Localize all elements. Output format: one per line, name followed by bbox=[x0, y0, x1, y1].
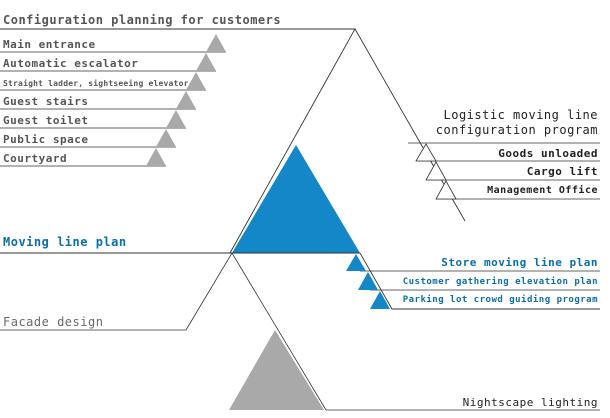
customer-item-rules bbox=[0, 51, 226, 167]
logistic-title-line1: Logistic moving line bbox=[443, 108, 598, 122]
gray-triangle-main-entrance bbox=[206, 34, 226, 52]
customer-item-elevator: Straight ladder, sightseeing elevator bbox=[3, 79, 189, 88]
blue-triangle-store bbox=[346, 254, 366, 271]
customers-title: Configuration planning for customers bbox=[3, 13, 282, 27]
customer-item-public-space: Public space bbox=[3, 133, 89, 146]
gray-triangle-courtyard bbox=[146, 148, 166, 166]
facade-leader bbox=[185, 252, 233, 331]
customer-item-courtyard: Courtyard bbox=[3, 152, 68, 165]
logistic-title-line2: configuration program bbox=[435, 123, 598, 137]
logistic-item-office: Management Office bbox=[487, 185, 598, 196]
white-triangle-goods bbox=[415, 143, 437, 162]
gray-triangle-elevator bbox=[186, 72, 206, 90]
logistic-item-goods: Goods unloaded bbox=[498, 147, 598, 160]
moving-line-title: Moving line plan bbox=[3, 235, 127, 249]
logistic-item-cargo: Cargo lift bbox=[526, 165, 598, 178]
moving-line-right-edge bbox=[359, 252, 393, 310]
gray-triangle-escalator bbox=[196, 53, 216, 71]
facade-right-edge bbox=[231, 252, 327, 411]
moving-line-blue-triangle bbox=[232, 145, 360, 253]
customer-item-main-entrance: Main entrance bbox=[3, 38, 96, 51]
gray-triangle-guest-toilet bbox=[166, 110, 186, 128]
blue-triangle-parking bbox=[370, 291, 390, 309]
gray-triangle-public-space bbox=[156, 129, 176, 147]
white-triangle-office bbox=[435, 180, 457, 200]
white-triangle-cargo bbox=[425, 161, 447, 181]
customer-item-guest-toilet: Guest toilet bbox=[3, 114, 89, 127]
customer-item-escalator: Automatic escalator bbox=[3, 57, 139, 70]
gray-triangle-guest-stairs bbox=[176, 91, 196, 109]
customer-item-guest-stairs: Guest stairs bbox=[3, 95, 89, 108]
facade-gray-triangle bbox=[229, 330, 324, 410]
facade-title: Facade design bbox=[3, 315, 104, 329]
blue-triangle-customer-gathering bbox=[358, 272, 378, 290]
moving-line-item-customer-gathering: Customer gathering elevation plan bbox=[402, 277, 598, 287]
moving-line-item-parking: Parking lot crowd guiding program bbox=[402, 295, 598, 305]
facade-item-nightscape: Nightscape lighting bbox=[462, 396, 598, 409]
moving-line-item-store: Store moving line plan bbox=[441, 256, 598, 269]
